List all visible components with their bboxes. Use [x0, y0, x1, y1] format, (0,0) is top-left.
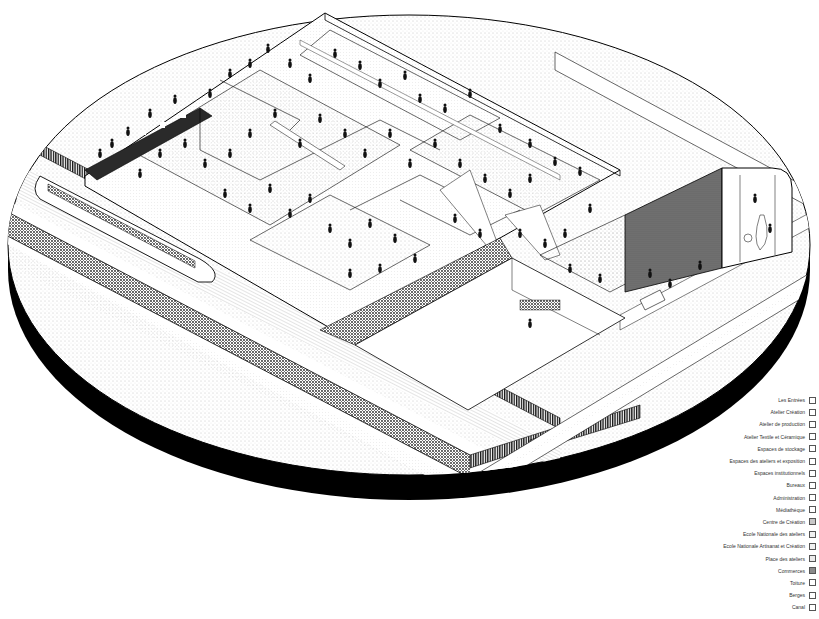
legend-text: Centre de Création [763, 519, 805, 525]
legend-swatch [809, 506, 816, 513]
legend-swatch [809, 409, 816, 416]
legend-row: Ecole Nationale Artisanat et Création [690, 540, 816, 552]
legend-swatch [809, 494, 816, 501]
legend-swatch [809, 433, 816, 440]
legend-row: Atelier de production [690, 418, 816, 430]
people-figures [98, 44, 772, 329]
legend-row: Bureaux [690, 479, 816, 491]
legend-swatch [809, 470, 816, 477]
legend-row: Ecole Nationale des ateliers [690, 528, 816, 540]
legend-text: Espaces institutionnels [754, 470, 805, 476]
legend: Les EntréesAtelier CréationAtelier de pr… [690, 394, 816, 613]
legend-row: Espaces de stockage [690, 443, 816, 455]
legend-row: Commerces [690, 565, 816, 577]
legend-row: Espaces institutionnels [690, 467, 816, 479]
legend-row: Centre de Création [690, 516, 816, 528]
legend-swatch [809, 592, 816, 599]
legend-text: Place des ateliers [766, 556, 805, 562]
legend-text: Canal [792, 604, 805, 610]
legend-row: Place des ateliers [690, 552, 816, 564]
legend-text: Atelier Textile et Céramique [744, 434, 805, 440]
legend-swatch [809, 567, 816, 574]
legend-text: Ecole Nationale Artisanat et Création [723, 543, 805, 549]
legend-text: Espaces de stockage [757, 446, 805, 452]
legend-swatch [809, 543, 816, 550]
legend-text: Atelier Création [771, 409, 805, 415]
legend-row: Berges [690, 589, 816, 601]
legend-text: Bureaux [786, 482, 805, 488]
legend-row: Médiathèque [690, 504, 816, 516]
legend-swatch [809, 518, 816, 525]
legend-row: Atelier Textile et Céramique [690, 431, 816, 443]
legend-swatch [809, 397, 816, 404]
legend-row: Atelier Création [690, 406, 816, 418]
legend-text: Les Entrées [778, 397, 805, 403]
legend-row: Espaces des ateliers et exposition [690, 455, 816, 467]
legend-text: Ecole Nationale des ateliers [743, 531, 805, 537]
legend-row: Les Entrées [690, 394, 816, 406]
legend-row: Toiture [690, 577, 816, 589]
legend-text: Médiathèque [776, 507, 805, 513]
legend-row: Canal [690, 601, 816, 613]
legend-swatch [809, 445, 816, 452]
legend-swatch [809, 421, 816, 428]
legend-text: Administration [773, 495, 805, 501]
legend-swatch [809, 458, 816, 465]
legend-text: Toiture [790, 580, 805, 586]
legend-swatch [809, 579, 816, 586]
legend-swatch [809, 555, 816, 562]
legend-text: Atelier de production [759, 421, 805, 427]
legend-text: Berges [789, 592, 805, 598]
legend-swatch [809, 604, 816, 611]
legend-text: Espaces des ateliers et exposition [729, 458, 805, 464]
legend-swatch [809, 482, 816, 489]
legend-row: Administration [690, 492, 816, 504]
legend-text: Commerces [778, 568, 805, 574]
legend-swatch [809, 531, 816, 538]
